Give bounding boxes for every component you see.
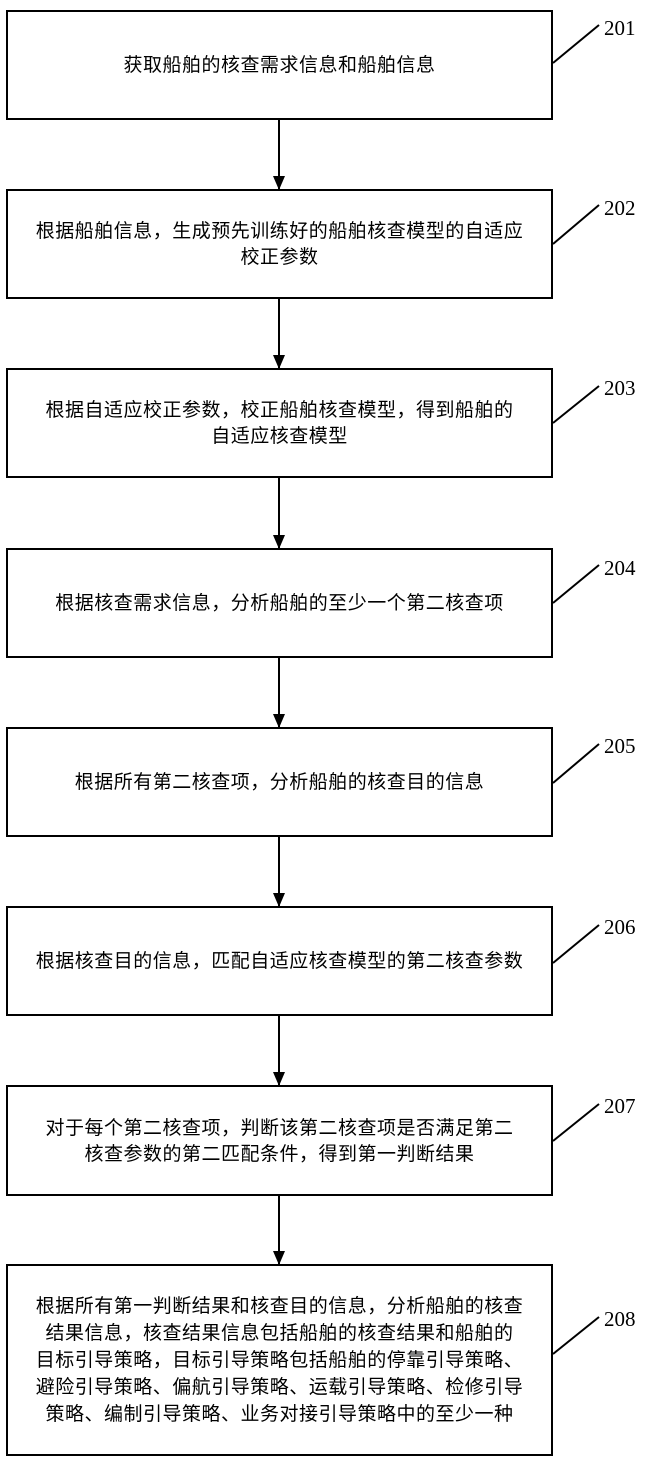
step-box-202: 根据船舶信息，生成预先训练好的船舶核查模型的自适应 校正参数 — [6, 189, 553, 299]
arrowhead-206 — [273, 893, 285, 907]
leader-line-202 — [552, 204, 600, 245]
step-label-204: 204 — [604, 556, 636, 580]
step-box-207: 对于每个第二核查项，判断该第二核查项是否满足第二 核查参数的第二匹配条件，得到第… — [6, 1085, 553, 1196]
leader-line-206 — [552, 924, 600, 964]
step-box-204: 根据核查需求信息，分析船舶的至少一个第二核查项 — [6, 548, 553, 658]
arrowhead-203 — [273, 355, 285, 369]
step-text-205: 根据所有第二核查项，分析船舶的核查目的信息 — [74, 771, 485, 793]
arrowhead-202 — [273, 176, 285, 190]
arrowhead-205 — [273, 714, 285, 728]
step-text-202: 根据船舶信息，生成预先训练好的船舶核查模型的自适应 校正参数 — [35, 220, 524, 268]
step-box-205: 根据所有第二核查项，分析船舶的核查目的信息 — [6, 727, 553, 837]
step-label-206: 206 — [604, 915, 636, 939]
leader-line-205 — [552, 743, 600, 784]
step-text-201: 获取船舶的核查需求信息和船舶信息 — [123, 54, 436, 76]
step-label-202: 202 — [604, 196, 636, 220]
arrowhead-204 — [273, 535, 285, 549]
step-text-203: 根据自适应校正参数，校正船舶核查模型，得到船舶的 自适应核查模型 — [45, 399, 514, 447]
step-text-207: 对于每个第二核查项，判断该第二核查项是否满足第二 核查参数的第二匹配条件，得到第… — [45, 1116, 514, 1165]
step-label-205: 205 — [604, 734, 636, 758]
step-text-206: 根据核查目的信息，匹配自适应核查模型的第二核查参数 — [35, 950, 524, 972]
step-box-201: 获取船舶的核查需求信息和船舶信息 — [6, 10, 553, 120]
leader-line-208 — [552, 1316, 600, 1355]
leader-line-204 — [552, 564, 600, 604]
step-box-206: 根据核查目的信息，匹配自适应核查模型的第二核查参数 — [6, 906, 553, 1016]
arrowhead-208 — [273, 1251, 285, 1265]
arrowhead-207 — [273, 1072, 285, 1086]
leader-line-203 — [552, 385, 600, 424]
step-box-208: 根据所有第一判断结果和核查目的信息，分析船舶的核查 结果信息，核查结果信息包括船… — [6, 1264, 553, 1456]
step-text-208: 根据所有第一判断结果和核查目的信息，分析船舶的核查 结果信息，核查结果信息包括船… — [35, 1294, 524, 1425]
step-label-201: 201 — [604, 16, 636, 40]
step-label-203: 203 — [604, 376, 636, 400]
leader-line-201 — [552, 24, 600, 64]
step-label-208: 208 — [604, 1307, 636, 1331]
step-text-204: 根据核查需求信息，分析船舶的至少一个第二核查项 — [55, 592, 504, 614]
leader-line-207 — [552, 1103, 600, 1142]
step-label-207: 207 — [604, 1094, 636, 1118]
step-box-203: 根据自适应校正参数，校正船舶核查模型，得到船舶的 自适应核查模型 — [6, 368, 553, 478]
